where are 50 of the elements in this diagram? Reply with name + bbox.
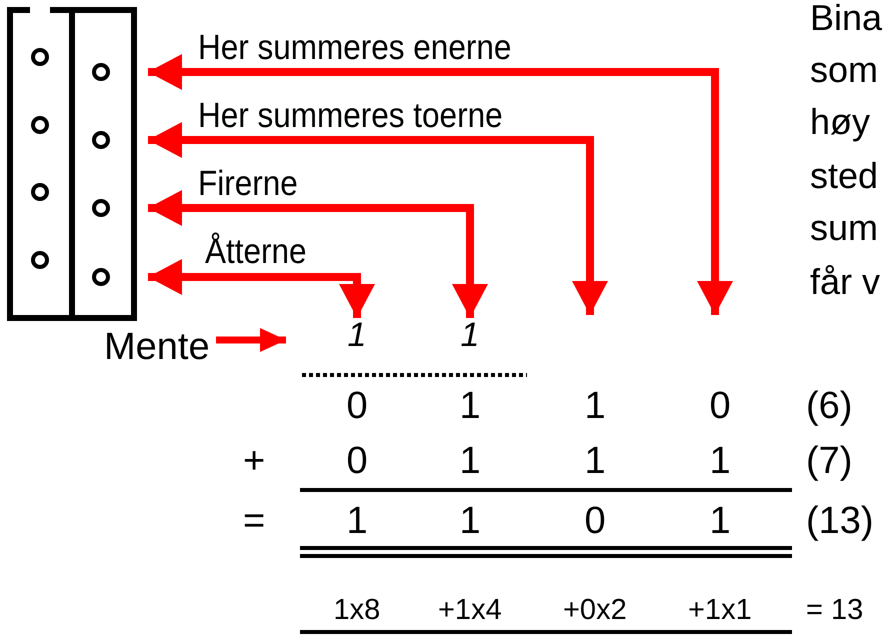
body-text: får v <box>810 264 880 300</box>
digit: 1 <box>460 442 481 480</box>
bead-circle <box>92 131 110 149</box>
arrow <box>148 190 488 318</box>
place-value-term: +1x4 <box>438 596 502 626</box>
edge-label: Firerne <box>198 166 298 201</box>
place-value-term: +0x2 <box>563 596 627 626</box>
arrow <box>148 122 608 315</box>
bead-circle <box>92 199 110 217</box>
arrow <box>216 328 286 352</box>
digit: 0 <box>584 502 606 540</box>
digit: 1 <box>460 502 481 540</box>
body-text: høy <box>810 104 870 140</box>
digit: 1 <box>584 442 606 480</box>
digit: 0 <box>346 387 368 426</box>
operator: = <box>243 502 266 540</box>
text-label: Mente <box>104 328 214 370</box>
bead-circle <box>31 116 49 134</box>
digit: 0 <box>346 442 368 480</box>
body-text: som <box>810 52 878 88</box>
bead-circle <box>31 48 49 66</box>
decimal-value: (6) <box>806 387 852 426</box>
place-value-term: 1x8 <box>334 596 380 626</box>
arrow <box>148 54 733 315</box>
bead-circle <box>31 183 49 201</box>
carry-digit: 1 <box>455 318 485 360</box>
digit: 1 <box>710 502 731 540</box>
digit: 0 <box>710 387 731 426</box>
arrow <box>148 259 375 318</box>
decimal-value: (13) <box>806 502 874 540</box>
operator: + <box>243 442 266 480</box>
edge-label: Her summeres toerne <box>198 98 503 133</box>
digit: 1 <box>710 442 731 480</box>
carry-digit: 1 <box>342 318 372 360</box>
bead-circle <box>92 268 110 286</box>
body-text: sum <box>810 210 878 246</box>
edge-label: Åtterne <box>205 234 307 269</box>
decimal-value: (7) <box>806 442 852 480</box>
abacus-column <box>10 10 72 318</box>
edge-label: Her summeres enerne <box>198 30 512 65</box>
body-text: Bina <box>810 0 882 36</box>
body-text: sted <box>810 158 878 194</box>
abacus-column <box>72 10 134 318</box>
bead-circle <box>92 63 110 81</box>
sum-result: = 13 <box>806 596 864 626</box>
digit: 1 <box>346 502 368 540</box>
place-value-term: +1x1 <box>688 596 752 626</box>
digit: 1 <box>584 387 606 426</box>
bead-circle <box>31 251 49 269</box>
digit: 1 <box>460 387 481 426</box>
